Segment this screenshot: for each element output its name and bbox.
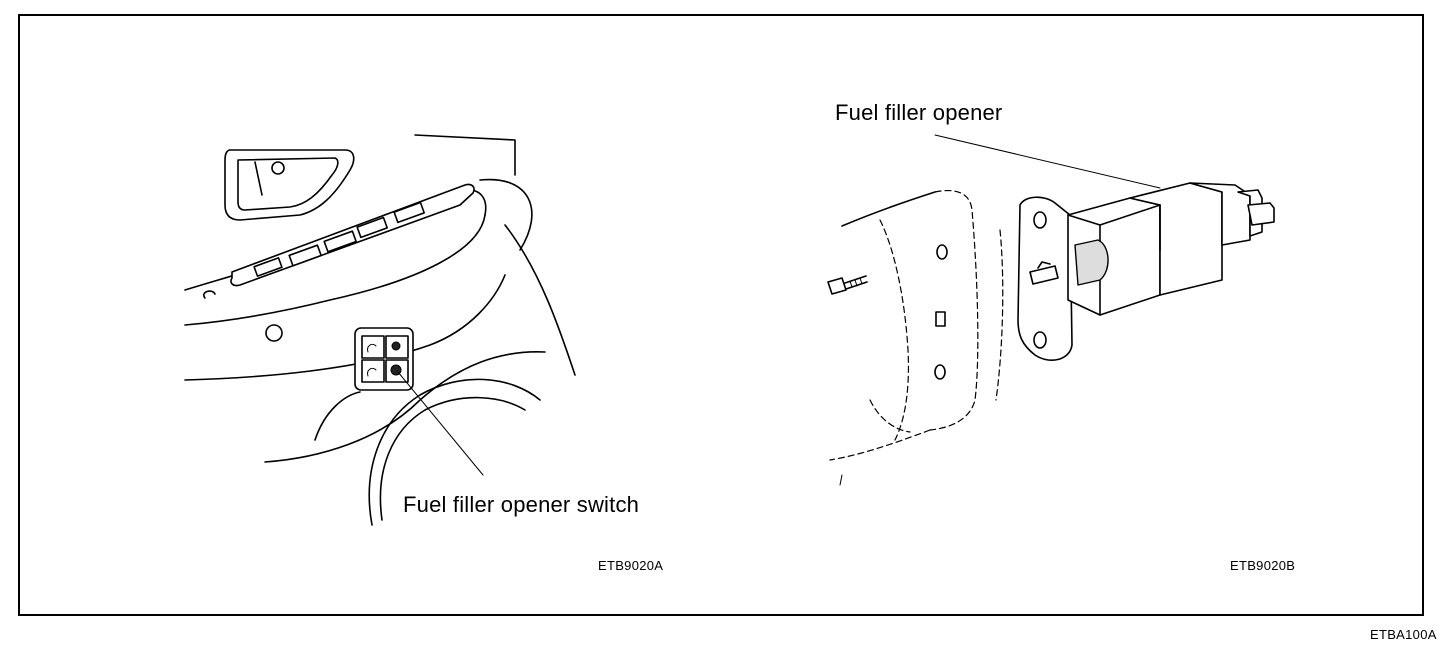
- figure-code: ETBA100A: [1370, 627, 1437, 642]
- door-trim-drawing: [184, 134, 576, 526]
- fuel-filler-opener-switch-label: Fuel filler opener switch: [403, 492, 640, 517]
- actuator-drawing: [827, 134, 1275, 486]
- panel-b-code: ETB9020B: [1230, 558, 1296, 573]
- figure-frame: [18, 14, 1424, 616]
- fuel-filler-opener-label: Fuel filler opener: [835, 100, 1003, 125]
- panel-a-code: ETB9020A: [598, 558, 664, 573]
